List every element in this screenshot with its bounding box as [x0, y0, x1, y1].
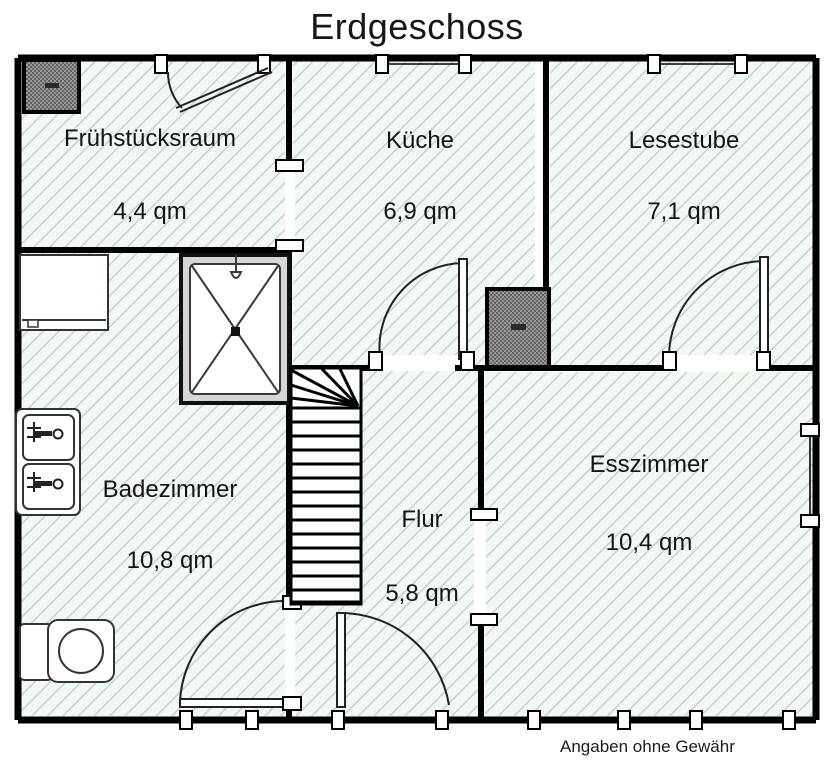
room-labels: Frühstücksraum 4,4 qm Küche 6,9 qm Leses…	[64, 125, 739, 607]
room-area-lesestube: 7,1 qm	[647, 198, 720, 225]
window-south-flur	[331, 710, 449, 730]
exterior-walls	[14, 54, 820, 724]
door-entrance-fruehstuecksraum	[166, 67, 273, 113]
fixtures	[15, 253, 363, 683]
page-title: Erdgeschoss	[310, 6, 524, 47]
door-flur-south	[336, 611, 450, 708]
double-washbasin	[15, 408, 81, 516]
counter-unit	[19, 254, 109, 331]
wall-stub-caps	[275, 159, 498, 626]
room-label-lesestube: Lesestube	[629, 127, 740, 154]
window-kueche-north	[375, 54, 472, 74]
room-area-fruehstuecksraum: 4,4 qm	[113, 198, 186, 225]
room-label-flur: Flur	[401, 506, 442, 533]
shaft-center	[485, 287, 551, 369]
room-area-kueche: 6,9 qm	[383, 198, 456, 225]
disclaimer-text: Angaben ohne Gewähr	[560, 737, 735, 756]
room-fill-lesestube	[550, 58, 815, 370]
window-south-esszimmer-2	[689, 710, 796, 730]
room-area-flur: 5,8 qm	[385, 580, 458, 607]
shafts	[22, 58, 551, 369]
room-label-esszimmer: Esszimmer	[590, 451, 709, 478]
toilet	[19, 619, 115, 683]
window-south-esszimmer-1	[527, 710, 631, 730]
room-label-kueche: Küche	[386, 127, 454, 154]
room-fill-esszimmer	[485, 372, 815, 716]
room-area-badezimmer: 10,8 qm	[127, 547, 214, 574]
shaft-top-left	[22, 58, 81, 114]
staircase	[289, 366, 363, 606]
shower-cabin	[179, 253, 291, 405]
room-area-esszimmer: 10,4 qm	[606, 529, 693, 556]
room-fills	[20, 58, 815, 716]
window-lesestube-north	[647, 54, 748, 74]
room-label-fruehstuecksraum: Frühstücksraum	[64, 125, 236, 152]
window-south-bad	[179, 710, 259, 730]
window-esszimmer-east	[800, 423, 820, 528]
room-label-badezimmer: Badezimmer	[103, 476, 238, 503]
